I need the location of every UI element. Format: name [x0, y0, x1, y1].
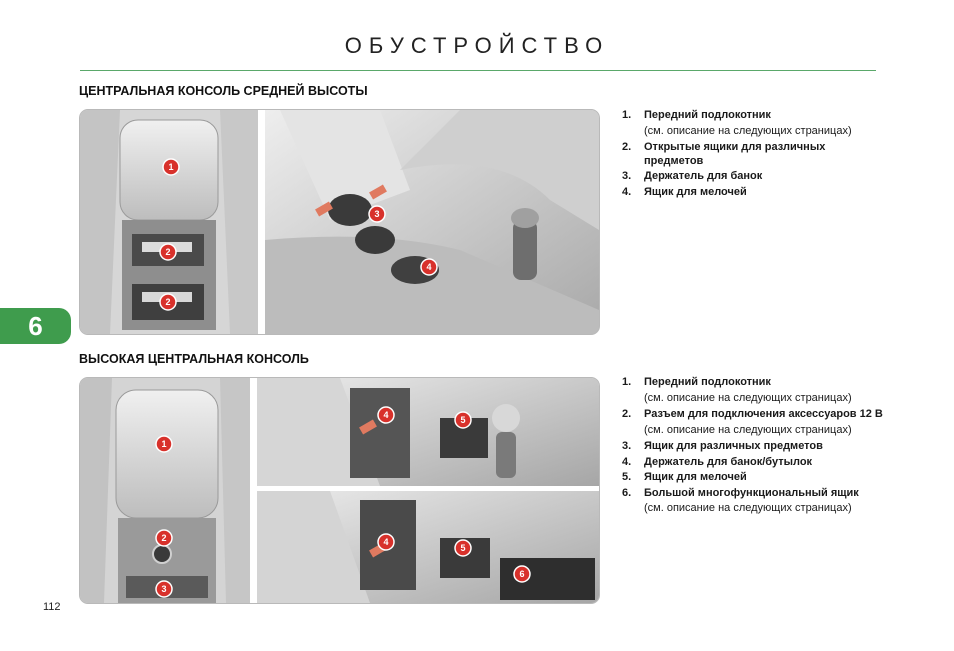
- page-title: ОБУСТРОЙСТВО: [344, 33, 610, 58]
- section1-legend: 1.Передний подлокотник (см. описание на …: [622, 109, 887, 201]
- section2-photo: 1 2 3 4 5 4 5 6: [79, 377, 600, 604]
- svg-text:3: 3: [374, 209, 379, 219]
- section2-heading: ВЫСОКАЯ ЦЕНТРАЛЬНАЯ КОНСОЛЬ: [79, 352, 309, 366]
- svg-text:4: 4: [426, 262, 431, 272]
- legend-item: 4.Ящик для мелочей: [622, 185, 747, 198]
- section2-badge-2: 2: [155, 529, 173, 547]
- svg-text:5: 5: [460, 415, 465, 425]
- section1-badge-2b: 2: [159, 293, 177, 311]
- section1-badge-1: 1: [162, 158, 180, 176]
- header-rule: [80, 70, 876, 71]
- section2-badge-4b: 4: [377, 533, 395, 551]
- section1-badge-3: 3: [368, 205, 386, 223]
- section1-badge-2a: 2: [159, 243, 177, 261]
- legend-item: 4.Держатель для банок/бутылок: [622, 455, 813, 468]
- chapter-number: 6: [28, 310, 43, 341]
- legend-item: 5.Ящик для мелочей: [622, 471, 747, 483]
- section2-badge-3: 3: [155, 580, 173, 598]
- legend-item: 1.Передний подлокотник: [622, 109, 771, 121]
- section1-photo: 1 2 2 3 4: [79, 109, 600, 335]
- chapter-tab: 6: [0, 308, 71, 344]
- page-number: 112: [43, 601, 61, 613]
- legend-item: 2.Разъем для подключения аксессуаров 12 …: [622, 408, 883, 420]
- legend-note: (см. описание на следующих страницах): [644, 502, 852, 514]
- section2-badge-4a: 4: [377, 406, 395, 424]
- legend-item: 6.Большой многофункциональный ящик: [622, 486, 859, 499]
- section2-badge-6: 6: [513, 565, 531, 583]
- svg-text:5: 5: [460, 543, 465, 553]
- svg-text:1: 1: [161, 439, 166, 449]
- svg-text:4: 4: [383, 410, 388, 420]
- svg-text:6: 6: [519, 569, 524, 579]
- svg-text:2: 2: [165, 247, 170, 257]
- svg-text:2: 2: [161, 533, 166, 543]
- section1-badge-4: 4: [420, 258, 438, 276]
- section2-badge-5a: 5: [454, 411, 472, 429]
- section1-heading: ЦЕНТРАЛЬНАЯ КОНСОЛЬ СРЕДНЕЙ ВЫСОТЫ: [79, 84, 368, 98]
- legend-note: (см. описание на следующих страницах): [644, 391, 852, 404]
- svg-text:2: 2: [165, 297, 170, 307]
- svg-text:4: 4: [383, 537, 388, 547]
- section2-badge-1: 1: [155, 435, 173, 453]
- legend-item: 3.Держатель для банок: [622, 170, 763, 182]
- legend-item: 1.Передний подлокотник: [622, 376, 771, 388]
- legend-item: 2.Открытые ящики для различных предметов: [622, 141, 826, 167]
- svg-text:3: 3: [161, 584, 166, 594]
- legend-note: (см. описание на следующих страницах): [644, 124, 852, 137]
- legend-note: (см. описание на следующих страницах): [644, 423, 852, 436]
- svg-text:1: 1: [168, 162, 173, 172]
- section2-legend: 1.Передний подлокотник (см. описание на …: [622, 376, 887, 519]
- section2-badge-5b: 5: [454, 539, 472, 557]
- legend-item: 3.Ящик для различных предметов: [622, 440, 823, 452]
